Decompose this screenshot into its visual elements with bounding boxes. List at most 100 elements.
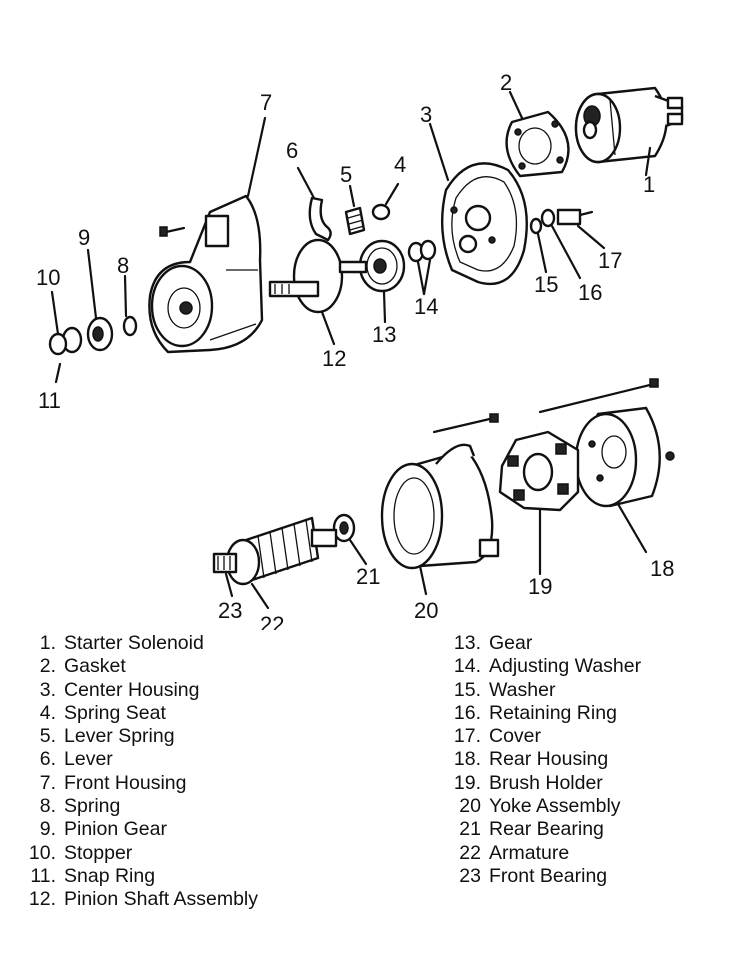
starter-solenoid-part: [574, 86, 684, 164]
legend-label: Yoke Assembly: [489, 795, 621, 818]
legend-item: 16. Retaining Ring: [447, 702, 641, 725]
bolt-part: [159, 226, 186, 237]
pinion-gear-group: [48, 315, 138, 356]
callout-3: 3: [420, 102, 432, 127]
legend-label: Gasket: [64, 655, 126, 678]
legend-label: Retaining Ring: [489, 701, 617, 724]
legend-label: Starter Solenoid: [64, 632, 204, 654]
legend-item: 4.Spring Seat: [22, 702, 258, 725]
legend-label: Front Housing: [64, 771, 187, 794]
legend-label: Stopper: [64, 841, 133, 864]
center-housing-part: [440, 162, 528, 286]
callout-12: 12: [322, 346, 346, 371]
legend-number: 18.: [453, 748, 481, 771]
callout-18: 18: [650, 556, 674, 581]
callout-9: 9: [78, 225, 90, 250]
legend-number: 9.: [39, 818, 56, 841]
legend-label: Spring: [64, 795, 121, 818]
legend-number: 17.: [453, 725, 481, 748]
legend-item: 2.Gasket: [22, 655, 258, 678]
legend-number: 16.: [453, 701, 481, 724]
legend-number: 6.: [39, 748, 56, 771]
legend-label: Lever: [64, 748, 113, 771]
parts-legend-left: 1. Starter Solenoid 2.Gasket 3.Center Hou…: [22, 632, 258, 912]
callout-14: 14: [414, 294, 438, 319]
legend-item: 14. Adjusting Washer: [447, 655, 641, 678]
legend-number: 4.: [39, 701, 56, 724]
gear-and-washer-parts: [358, 239, 437, 293]
legend-number: 14.: [453, 655, 481, 678]
callout-numbers: 1 2 3 4 5 6 7 8 9 10 11 12 13 14 15 16 1…: [36, 70, 674, 630]
callout-1: 1: [643, 172, 655, 197]
legend-number: 20: [459, 795, 481, 818]
legend-item: 22 Armature: [447, 842, 641, 865]
armature-part: [212, 516, 338, 586]
legend-label: Cover: [489, 725, 542, 748]
leader-lines: [50, 90, 652, 610]
legend-number: 3.: [39, 678, 56, 701]
callout-7: 7: [260, 90, 272, 115]
legend-label: Brush Holder: [489, 771, 603, 794]
legend-item: 15. Washer: [447, 679, 641, 702]
legend-number: 5.: [39, 725, 56, 748]
rear-housing-part: [574, 406, 675, 508]
callout-19: 19: [528, 574, 552, 599]
callout-11: 11: [38, 388, 61, 413]
callout-22: 22: [260, 612, 284, 630]
legend-item: 3.Center Housing: [22, 679, 258, 702]
callout-4: 4: [394, 152, 406, 177]
callout-20: 20: [414, 598, 438, 623]
legend-label: Rear Housing: [489, 748, 609, 771]
spring-seat-and-lever-spring: [344, 203, 391, 236]
callout-5: 5: [340, 162, 352, 187]
pinion-shaft-part: [268, 238, 368, 314]
legend-item: 7. Front Housing: [22, 772, 258, 795]
lever-part: [308, 196, 332, 242]
cover-and-ring-parts: [529, 208, 594, 235]
callout-6: 6: [286, 138, 298, 163]
legend-label: Armature: [489, 841, 570, 864]
legend-item: 20 Yoke Assembly: [447, 795, 641, 818]
legend-number: 15.: [453, 678, 481, 701]
parts-legend-right: 13. Gear 14. Adjusting Washer 15. Washer 16…: [447, 632, 641, 888]
legend-number: 7.: [39, 771, 56, 794]
callout-8: 8: [117, 253, 129, 278]
legend-number: 1.: [39, 632, 56, 654]
legend-item: 17. Cover: [447, 725, 641, 748]
through-bolt-parts: [432, 378, 659, 434]
callout-23: 23: [218, 598, 242, 623]
legend-label: Gear: [489, 632, 533, 654]
legend-item: 5.Lever Spring: [22, 725, 258, 748]
legend-label: Pinion Gear: [64, 818, 167, 841]
legend-number: 10.: [28, 841, 56, 864]
legend-item: 12. Pinion Shaft Assembly: [22, 888, 258, 911]
legend-number: 11.: [30, 864, 56, 887]
legend-item: 9. Pinion Gear: [22, 818, 258, 841]
legend-item: 23 Front Bearing: [447, 865, 641, 888]
legend-number: 8.: [39, 795, 56, 818]
legend-label: Pinion Shaft Assembly: [64, 888, 259, 911]
callout-10: 10: [36, 265, 60, 290]
legend-number: 19.: [453, 771, 481, 794]
legend-label: Washer: [489, 678, 556, 701]
legend-item: 19. Brush Holder: [447, 772, 641, 795]
legend-number: 12.: [28, 888, 56, 911]
callout-16: 16: [578, 280, 602, 305]
legend-number: 23: [459, 864, 481, 887]
legend-item: 13. Gear: [447, 632, 641, 655]
legend-label: Adjusting Washer: [489, 655, 642, 678]
rear-bearing-part: [332, 513, 356, 543]
legend-number: 22: [459, 841, 481, 864]
legend-label: Front Bearing: [489, 864, 608, 887]
callout-2: 2: [500, 70, 512, 95]
legend-item: 18. Rear Housing: [447, 748, 641, 771]
callout-17: 17: [598, 248, 622, 273]
brush-holder-part: [498, 430, 580, 512]
front-housing-part: [148, 194, 264, 354]
legend-item: 10. Stopper: [22, 842, 258, 865]
starter-exploded-diagram: 1 2 3 4 5 6 7 8 9 10 11 12 13 14 15 16 1…: [36, 70, 684, 630]
legend-label: Rear Bearing: [489, 818, 604, 841]
legend-item: 6. Lever: [22, 748, 258, 771]
legend-number: 13.: [453, 632, 481, 654]
legend-item: 1. Starter Solenoid: [22, 632, 258, 655]
